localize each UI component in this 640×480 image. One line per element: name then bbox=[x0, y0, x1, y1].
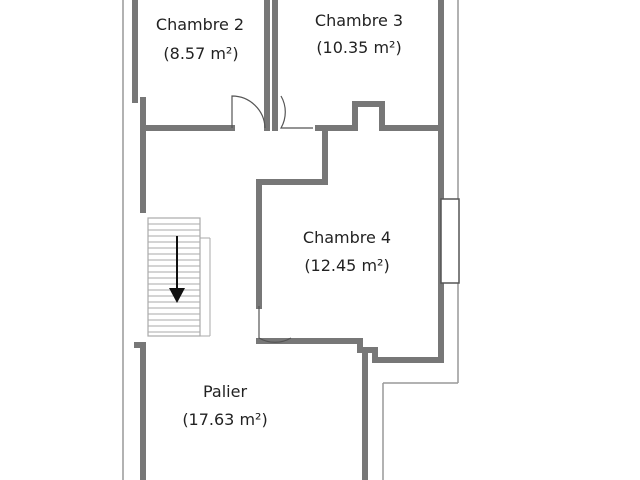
room-palier: Palier (17.63 m²) bbox=[182, 382, 267, 429]
room-name: Chambre 2 bbox=[156, 15, 244, 34]
room-name: Chambre 4 bbox=[303, 228, 391, 247]
room-area: (12.45 m²) bbox=[304, 256, 389, 275]
room-chambre-3: Chambre 3 (10.35 m²) bbox=[315, 11, 403, 57]
room-chambre-2: Chambre 2 (8.57 m²) bbox=[156, 15, 244, 63]
door-swings bbox=[231, 95, 313, 343]
room-chambre-4: Chambre 4 (12.45 m²) bbox=[303, 228, 391, 275]
stairs bbox=[147, 217, 211, 337]
walls bbox=[132, 0, 444, 480]
room-name: Chambre 3 bbox=[315, 11, 403, 30]
door-chambre-2 bbox=[231, 95, 266, 129]
outer-outline bbox=[122, 0, 459, 480]
window bbox=[440, 198, 460, 284]
room-area: (8.57 m²) bbox=[163, 44, 238, 63]
door-chambre-3 bbox=[279, 95, 313, 129]
room-area: (17.63 m²) bbox=[182, 410, 267, 429]
room-area: (10.35 m²) bbox=[316, 38, 401, 57]
stairs-down-arrow bbox=[169, 236, 185, 303]
room-name: Palier bbox=[203, 382, 247, 401]
door-chambre-4 bbox=[258, 306, 292, 343]
